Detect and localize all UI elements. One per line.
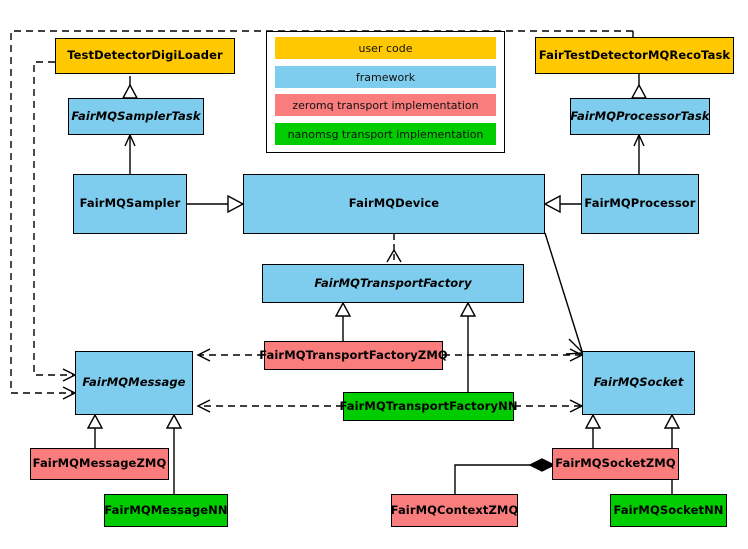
class-label: FairMQSampler (79, 196, 181, 211)
class-label: FairMQMessage (82, 375, 186, 390)
edge-messagezmq-message (86, 413, 104, 448)
class-fairmq-sampler[interactable]: FairMQSampler (73, 174, 187, 234)
legend-item-user-code: user code (275, 37, 496, 59)
class-label: FairMQSocketZMQ (555, 456, 676, 471)
class-label: FairMQSocket (593, 375, 684, 390)
edge-tfnn-message (196, 399, 343, 413)
class-fairmq-message-nn[interactable]: FairMQMessageNN (104, 494, 228, 527)
class-label: FairMQContextZMQ (390, 502, 519, 517)
class-fairmq-socket-nn[interactable]: FairMQSocketNN (610, 494, 727, 527)
class-fairmq-sampler-task[interactable]: FairMQSamplerTask (68, 98, 204, 135)
edge-sampler-samplertask (124, 133, 136, 174)
class-fairmq-transport-factory[interactable]: FairMQTransportFactory (262, 264, 524, 303)
legend-label-nanomsg: nanomsg transport implementation (287, 127, 484, 141)
class-fairmq-message-zmq[interactable]: FairMQMessageZMQ (30, 448, 169, 480)
class-fairmq-socket-zmq[interactable]: FairMQSocketZMQ (552, 448, 679, 480)
edge-tfnn-socket (514, 399, 584, 413)
class-fairmq-processor[interactable]: FairMQProcessor (581, 174, 699, 234)
class-label: FairMQDevice (348, 196, 440, 211)
class-fairmq-socket[interactable]: FairMQSocket (582, 351, 695, 415)
edge-device-transportfactory (386, 234, 402, 263)
class-label: FairMQTransportFactoryNN (339, 398, 518, 413)
edge-tfzmq-socket (443, 348, 584, 362)
edge-tfzmq-tf (334, 301, 352, 341)
class-label: FairTestDetectorMQRecoTask (538, 47, 731, 62)
class-fairmq-transport-factory-nn[interactable]: FairMQTransportFactoryNN (339, 392, 517, 421)
legend-item-framework: framework (275, 66, 496, 88)
edge-tfnn-tf (459, 301, 477, 393)
edge-tfzmq-message (196, 348, 264, 362)
edge-messagenn-message (165, 413, 183, 494)
class-label: FairMQMessageNN (104, 502, 228, 517)
class-label: FairMQMessageZMQ (32, 456, 167, 471)
edge-recotask-processortask (630, 74, 648, 99)
class-fairmq-context-zmq[interactable]: FairMQContextZMQ (391, 494, 518, 527)
legend-label-framework: framework (355, 70, 416, 84)
class-fairmq-transport-factory-zmq[interactable]: FairMQTransportFactoryZMQ (259, 341, 448, 370)
class-fairmq-message[interactable]: FairMQMessage (75, 351, 193, 415)
legend-label-zeromq: zeromq transport implementation (292, 98, 479, 112)
edge-device-socket (544, 232, 585, 355)
edge-socketzmq-socket (584, 413, 602, 448)
edge-sampler-device (187, 194, 245, 214)
class-label: FairMQSocketNN (613, 502, 724, 517)
class-label: FairMQProcessorTask (570, 108, 710, 123)
edge-processor-processortask (633, 133, 645, 174)
class-fair-test-detector-mq-reco-task[interactable]: FairTestDetectorMQRecoTask (535, 37, 734, 74)
class-fairmq-processor-task[interactable]: FairMQProcessorTask (570, 98, 710, 135)
class-label: FairMQTransportFactory (314, 275, 472, 290)
class-label: FairMQProcessor (584, 196, 696, 211)
legend-item-nanomsg: nanomsg transport implementation (275, 123, 496, 145)
class-label: TestDetectorDigiLoader (67, 48, 223, 63)
legend-item-zeromq: zeromq transport implementation (275, 94, 496, 116)
edge-digiloader-samplertask (121, 76, 139, 99)
edge-contextzmq-socketzmq (454, 458, 556, 494)
class-fairmq-device[interactable]: FairMQDevice (243, 174, 545, 234)
edge-processor-device (543, 194, 581, 214)
class-label: FairMQSamplerTask (71, 108, 201, 123)
legend-label-user-code: user code (358, 41, 413, 55)
class-label: FairMQTransportFactoryZMQ (259, 347, 448, 362)
class-test-detector-digi-loader[interactable]: TestDetectorDigiLoader (55, 38, 235, 74)
